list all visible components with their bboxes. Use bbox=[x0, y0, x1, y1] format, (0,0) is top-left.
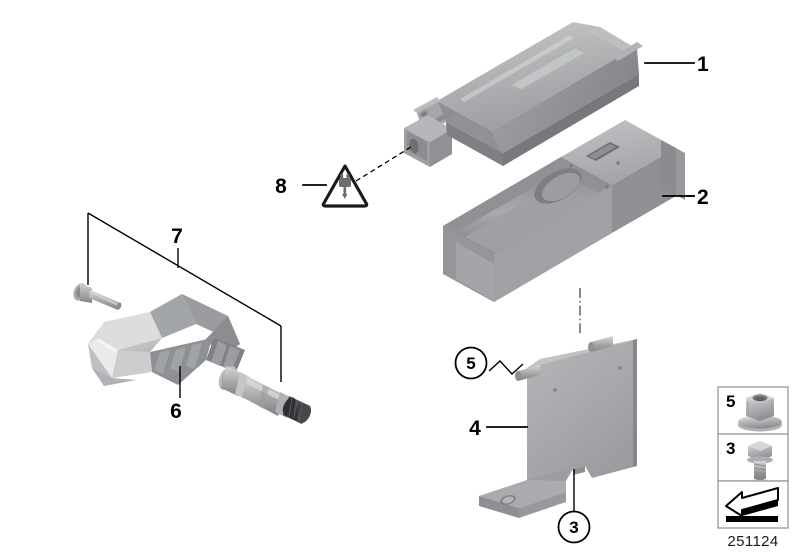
callout-circle-3 bbox=[557, 510, 591, 544]
callout-label-7: 7 bbox=[171, 225, 183, 248]
direction-of-travel-arrow-icon bbox=[725, 487, 779, 522]
plug-icon bbox=[339, 174, 351, 199]
valve-stem bbox=[218, 365, 312, 424]
part-7-repair-kit: 7 bbox=[73, 212, 312, 424]
valve-insert-screw bbox=[73, 283, 122, 310]
callout-label-3: 3 bbox=[569, 518, 578, 537]
callout-circle-5 bbox=[454, 346, 488, 380]
callout-label-5: 5 bbox=[466, 354, 475, 373]
flange-nut-icon bbox=[738, 393, 782, 432]
callout-label-4: 4 bbox=[469, 417, 481, 440]
flange-bolt-icon bbox=[747, 441, 773, 481]
bracket-stud-lower bbox=[515, 365, 540, 381]
legend-label-5: 5 bbox=[726, 392, 735, 411]
bracket-stud-upper bbox=[588, 336, 613, 352]
part-1-control-unit: 1 bbox=[404, 22, 709, 167]
part-6-wheel-electronics-sensor: 6 bbox=[88, 294, 245, 423]
part-2-control-unit-holder: 2 bbox=[443, 120, 709, 336]
callout-label-8: 8 bbox=[275, 175, 287, 198]
part-4-mounting-bracket: 4 3 bbox=[469, 336, 637, 544]
legend-panel: 5 3 bbox=[717, 386, 789, 550]
callout-label-1: 1 bbox=[697, 53, 709, 76]
callout-5-group: 5 bbox=[454, 346, 524, 380]
callout-label-2: 2 bbox=[697, 186, 709, 209]
callout-label-6: 6 bbox=[170, 400, 182, 423]
part-8-connector-warning: 8 bbox=[275, 146, 412, 208]
drawing-number: 251124 bbox=[727, 533, 778, 550]
legend-label-3: 3 bbox=[726, 439, 735, 458]
